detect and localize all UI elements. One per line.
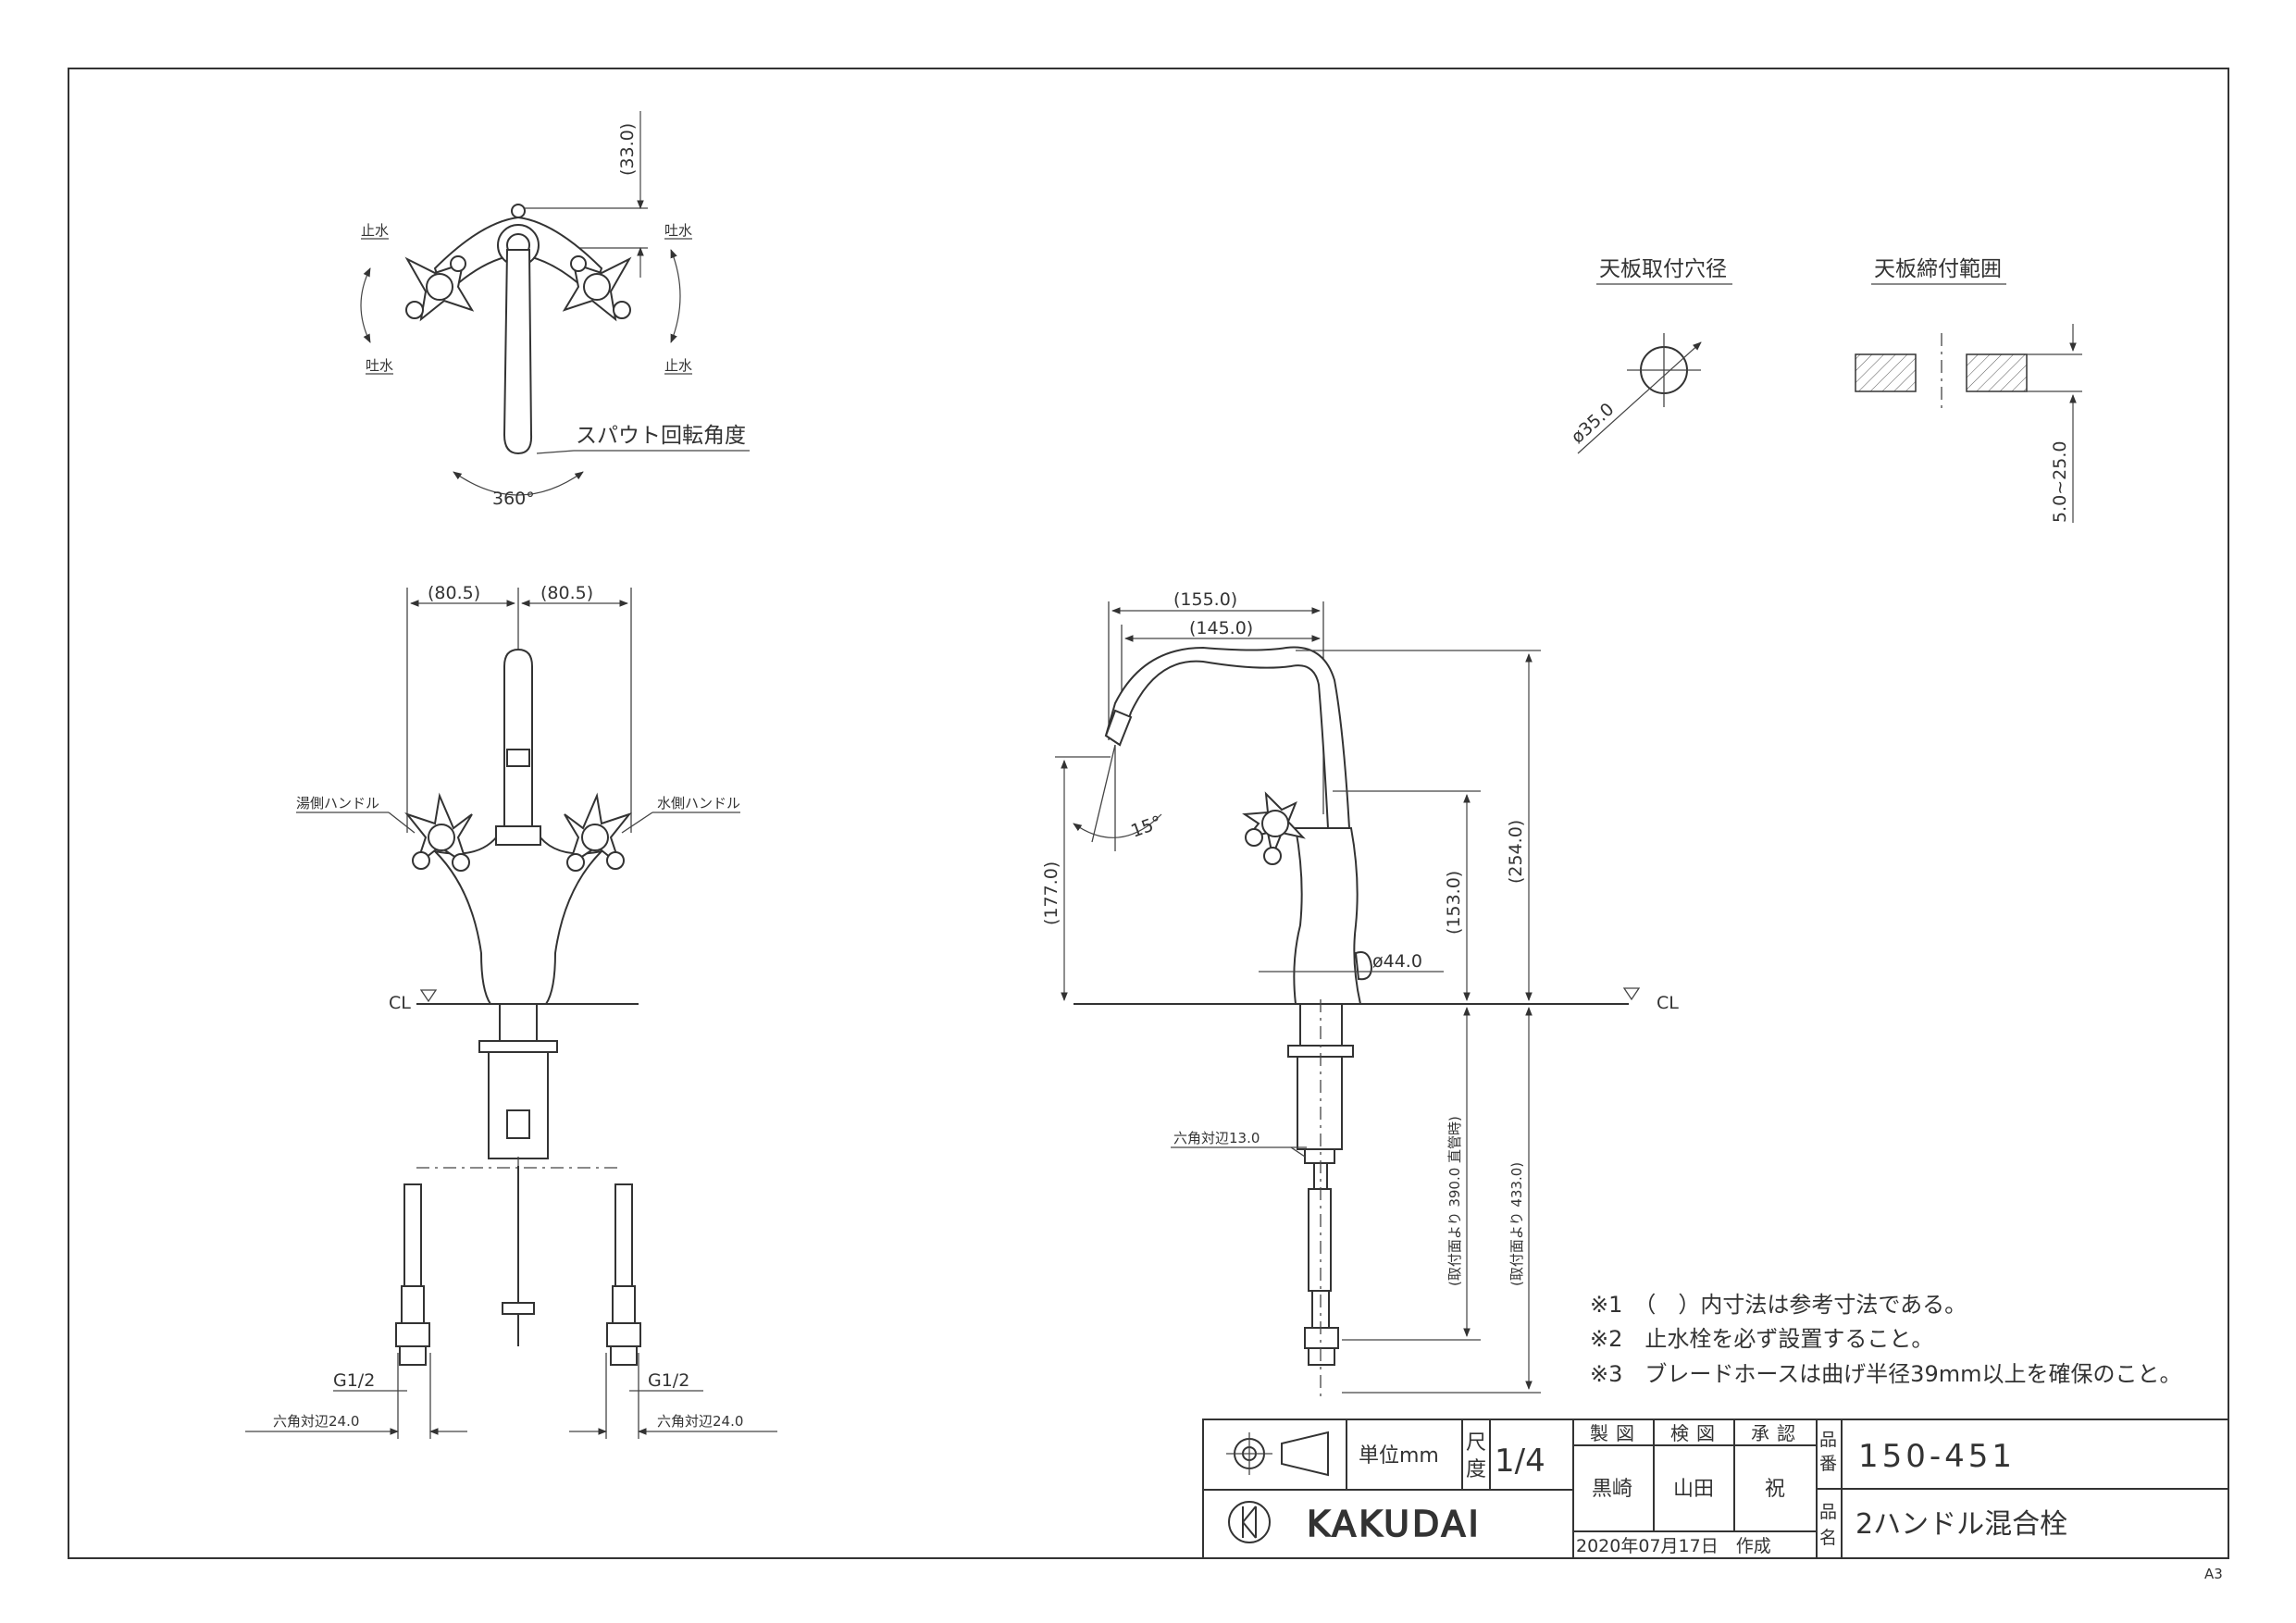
unit-label: 単位mm bbox=[1359, 1444, 1439, 1468]
mounting-details: 天板取付穴径 ø35.0 天板締付範囲 5.0~25.0 bbox=[1568, 257, 2082, 523]
side-cl-label: CL bbox=[1657, 993, 1679, 1013]
range-value: 5.0~25.0 bbox=[2050, 441, 2070, 523]
dim-handle-height: (153.0) bbox=[1444, 871, 1464, 935]
cold-handle-label: 水側ハンドル bbox=[657, 795, 740, 812]
part-name: 2ハンドル混合栓 bbox=[1855, 1508, 2067, 1541]
thread-left: G1/2 bbox=[333, 1370, 375, 1391]
part-name-label-2: 名 bbox=[1819, 1528, 1837, 1548]
front-view: (80.5) (80.5) 湯側ハンドル 水側ハンドル CL bbox=[245, 583, 777, 1439]
label-stop-left: 止水 bbox=[361, 222, 389, 239]
dim-reach-outer: (155.0) bbox=[1173, 589, 1237, 610]
label-spout-left: 吐水 bbox=[366, 357, 393, 374]
part-no-label-2: 番 bbox=[1819, 1454, 1837, 1474]
side-view: (155.0) (145.0) 15° (177.0) (153.0) (254… bbox=[1041, 589, 1679, 1397]
top-view: (33.0) 止水 吐水 吐水 止水 bbox=[360, 111, 750, 509]
note-2: ※2 止水栓を必ず設置すること。 bbox=[1590, 1326, 1933, 1352]
hose-total: (取付面より 433.0) bbox=[1508, 1162, 1525, 1286]
checked-label: 検図 bbox=[1670, 1422, 1722, 1444]
hole-title: 天板取付穴径 bbox=[1599, 257, 1727, 281]
front-cl-label: CL bbox=[389, 993, 411, 1013]
hot-handle-label: 湯側ハンドル bbox=[296, 795, 379, 812]
hose-straight: (取付面より 390.0 直管時) bbox=[1446, 1116, 1463, 1286]
brand-name: KAKUDAI bbox=[1307, 1504, 1482, 1544]
label-spout-right: 吐水 bbox=[664, 222, 692, 239]
part-no: 150-451 bbox=[1858, 1438, 2016, 1475]
hex-left: 六角対辺24.0 bbox=[273, 1413, 359, 1430]
checked-by: 山田 bbox=[1673, 1478, 1714, 1501]
thread-right: G1/2 bbox=[648, 1370, 689, 1391]
sheet-border bbox=[68, 68, 2229, 1559]
note-1: ※1 （ ）内寸法は参考寸法である。 bbox=[1590, 1292, 1967, 1318]
dim-front-left: (80.5) bbox=[428, 583, 480, 603]
range-title: 天板締付範囲 bbox=[1874, 257, 2002, 281]
dim-spout-height: (177.0) bbox=[1041, 861, 1061, 925]
title-block: 単位mm 尺 度 1/4 製図 検図 承認 黒崎 山田 祝 2020年07月17… bbox=[1202, 1419, 2229, 1559]
rotation-angle: 360° bbox=[492, 489, 535, 509]
note-3: ※3 ブレードホースは曲げ半径39mm以上を確保のこと。 bbox=[1590, 1361, 2181, 1387]
rotation-label: スパウト回転角度 bbox=[576, 424, 746, 448]
dim-total-height: (254.0) bbox=[1506, 820, 1526, 884]
hex-side: 六角対辺13.0 bbox=[1173, 1130, 1260, 1146]
scale-value: 1/4 bbox=[1495, 1443, 1545, 1480]
drawn-label: 製図 bbox=[1590, 1422, 1642, 1444]
dim-top-33: (33.0) bbox=[617, 123, 638, 176]
notes: ※1 （ ）内寸法は参考寸法である。 ※2 止水栓を必ず設置すること。 ※3 ブ… bbox=[1590, 1292, 2181, 1387]
date-created: 2020年07月17日 作成 bbox=[1576, 1536, 1771, 1556]
projection-symbol bbox=[1226, 1431, 1329, 1477]
scale-label-2: 度 bbox=[1466, 1458, 1486, 1481]
sheet-size: A3 bbox=[2204, 1566, 2223, 1582]
part-no-label: 品 bbox=[1819, 1430, 1837, 1450]
drawn-by: 黒崎 bbox=[1592, 1478, 1632, 1501]
dim-reach-inner: (145.0) bbox=[1189, 618, 1253, 638]
scale-label: 尺 bbox=[1466, 1431, 1486, 1455]
approved-label: 承認 bbox=[1751, 1422, 1803, 1444]
hex-right: 六角対辺24.0 bbox=[657, 1413, 743, 1430]
approved-by: 祝 bbox=[1765, 1478, 1785, 1501]
part-name-label: 品 bbox=[1819, 1502, 1837, 1522]
label-stop-right: 止水 bbox=[664, 357, 692, 374]
kakudai-logo: KAKUDAI bbox=[1228, 1501, 1482, 1545]
angle-label: 15° bbox=[1128, 812, 1164, 842]
dim-front-right: (80.5) bbox=[540, 583, 593, 603]
dim-base-dia: ø44.0 bbox=[1372, 951, 1422, 972]
